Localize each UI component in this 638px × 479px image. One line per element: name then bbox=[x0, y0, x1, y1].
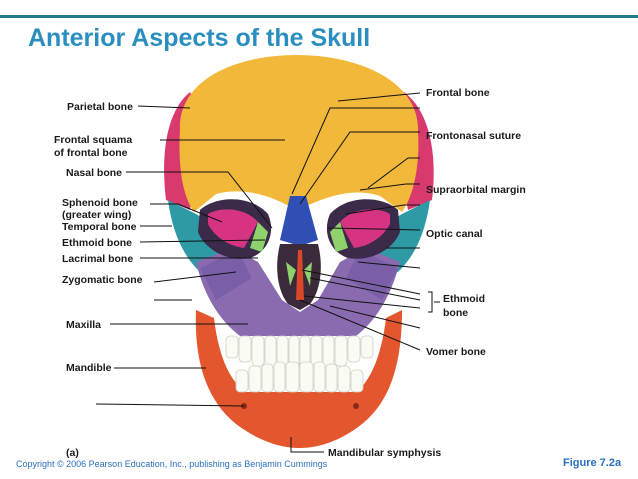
label-panel: (a) bbox=[66, 447, 79, 459]
label-frontal-bone: Frontal bone bbox=[426, 87, 490, 99]
label-sphenoid-line2: (greater wing) bbox=[62, 209, 132, 221]
copyright-text: Copyright © 2006 Pearson Education, Inc.… bbox=[16, 459, 328, 469]
label-lacrimal-bone: Lacrimal bone bbox=[62, 253, 134, 265]
mental-foramen-right bbox=[353, 403, 359, 409]
label-frontonasal-suture: Frontonasal suture bbox=[426, 130, 522, 142]
label-maxilla: Maxilla bbox=[66, 319, 102, 331]
label-frontal-squama-line1: Frontal squama bbox=[54, 134, 133, 146]
header-rule bbox=[0, 15, 638, 18]
label-zygomatic-bone: Zygomatic bone bbox=[62, 274, 143, 286]
leader-lines bbox=[95, 92, 440, 453]
mandible-shape bbox=[195, 310, 402, 448]
frontal-bone-shape bbox=[179, 55, 419, 212]
page-title: Anterior Aspects of the Skull bbox=[28, 24, 371, 52]
label-vomer-bone: Vomer bone bbox=[426, 346, 486, 358]
ethmoid-right-orbit bbox=[330, 222, 348, 252]
label-mandible: Mandible bbox=[66, 362, 112, 374]
label-nasal-bone: Nasal bone bbox=[66, 167, 123, 179]
label-ethmoid-bone-left: Ethmoid bone bbox=[62, 237, 132, 249]
label-temporal-bone: Temporal bone bbox=[62, 221, 137, 233]
label-ethmoid-right-line1: Ethmoid bbox=[443, 293, 485, 305]
lower-teeth bbox=[235, 361, 364, 393]
label-ethmoid-right-line2: bone bbox=[443, 307, 469, 319]
figure-number: Figure 7.2a bbox=[563, 457, 622, 469]
label-sphenoid-line1: Sphenoid bone bbox=[62, 197, 138, 209]
label-supraorbital-margin: Supraorbital margin bbox=[426, 184, 526, 196]
label-frontal-squama-line2: of frontal bone bbox=[54, 147, 128, 159]
upper-teeth bbox=[225, 335, 374, 372]
zygomatic-left bbox=[200, 250, 252, 300]
label-optic-canal: Optic canal bbox=[426, 228, 483, 240]
nasal-bone-shape bbox=[280, 196, 318, 246]
vomer-shape bbox=[296, 250, 304, 300]
ethmoid-concha bbox=[286, 262, 312, 286]
ethmoid-left-orbit bbox=[250, 222, 268, 252]
label-mandibular-symphysis: Mandibular symphysis bbox=[328, 447, 442, 459]
label-parietal-bone: Parietal bone bbox=[67, 101, 133, 113]
sphenoid-left bbox=[208, 209, 258, 248]
